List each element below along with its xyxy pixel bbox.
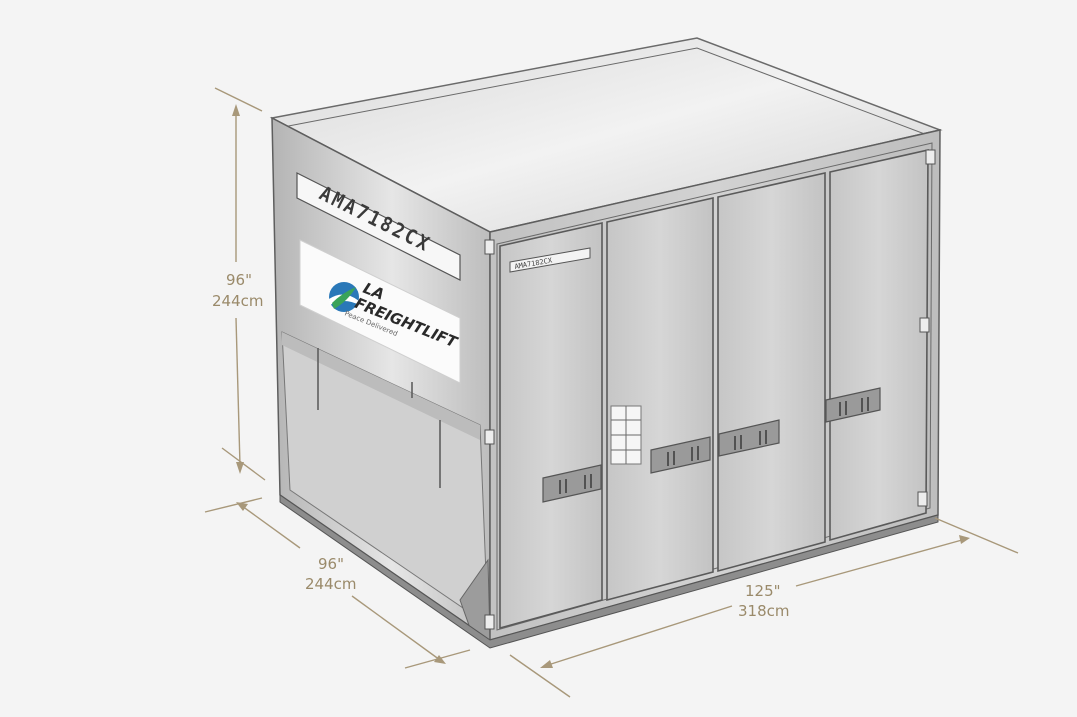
height-metric: 244cm: [212, 292, 264, 310]
logo-mark-icon: [329, 282, 359, 312]
depth-metric: 244cm: [305, 575, 357, 593]
corner-brackets: [484, 149, 936, 630]
latch-1: [542, 464, 602, 503]
dimension-depth: 96" 244cm: [204, 497, 471, 669]
door-latches: [542, 387, 881, 503]
container-body: AMA7182CX: [269, 37, 943, 649]
logo-panel: LA FREIGHTLIFT Peace Delivered: [299, 239, 461, 384]
door-1: [499, 221, 603, 630]
latch-2: [650, 436, 711, 474]
width-imperial: 125": [745, 582, 781, 600]
door-2: [606, 196, 714, 602]
door-3: [717, 172, 826, 573]
dimension-height: 96" 244cm: [212, 87, 266, 481]
width-metric: 318cm: [738, 602, 790, 620]
front-doors: [499, 148, 929, 630]
height-imperial: 96": [226, 271, 252, 289]
depth-imperial: 96": [318, 555, 344, 573]
door-4: [829, 148, 929, 542]
label-grid: [610, 405, 642, 465]
latch-3: [718, 419, 780, 457]
dimension-width: 125" 318cm: [509, 517, 1019, 698]
